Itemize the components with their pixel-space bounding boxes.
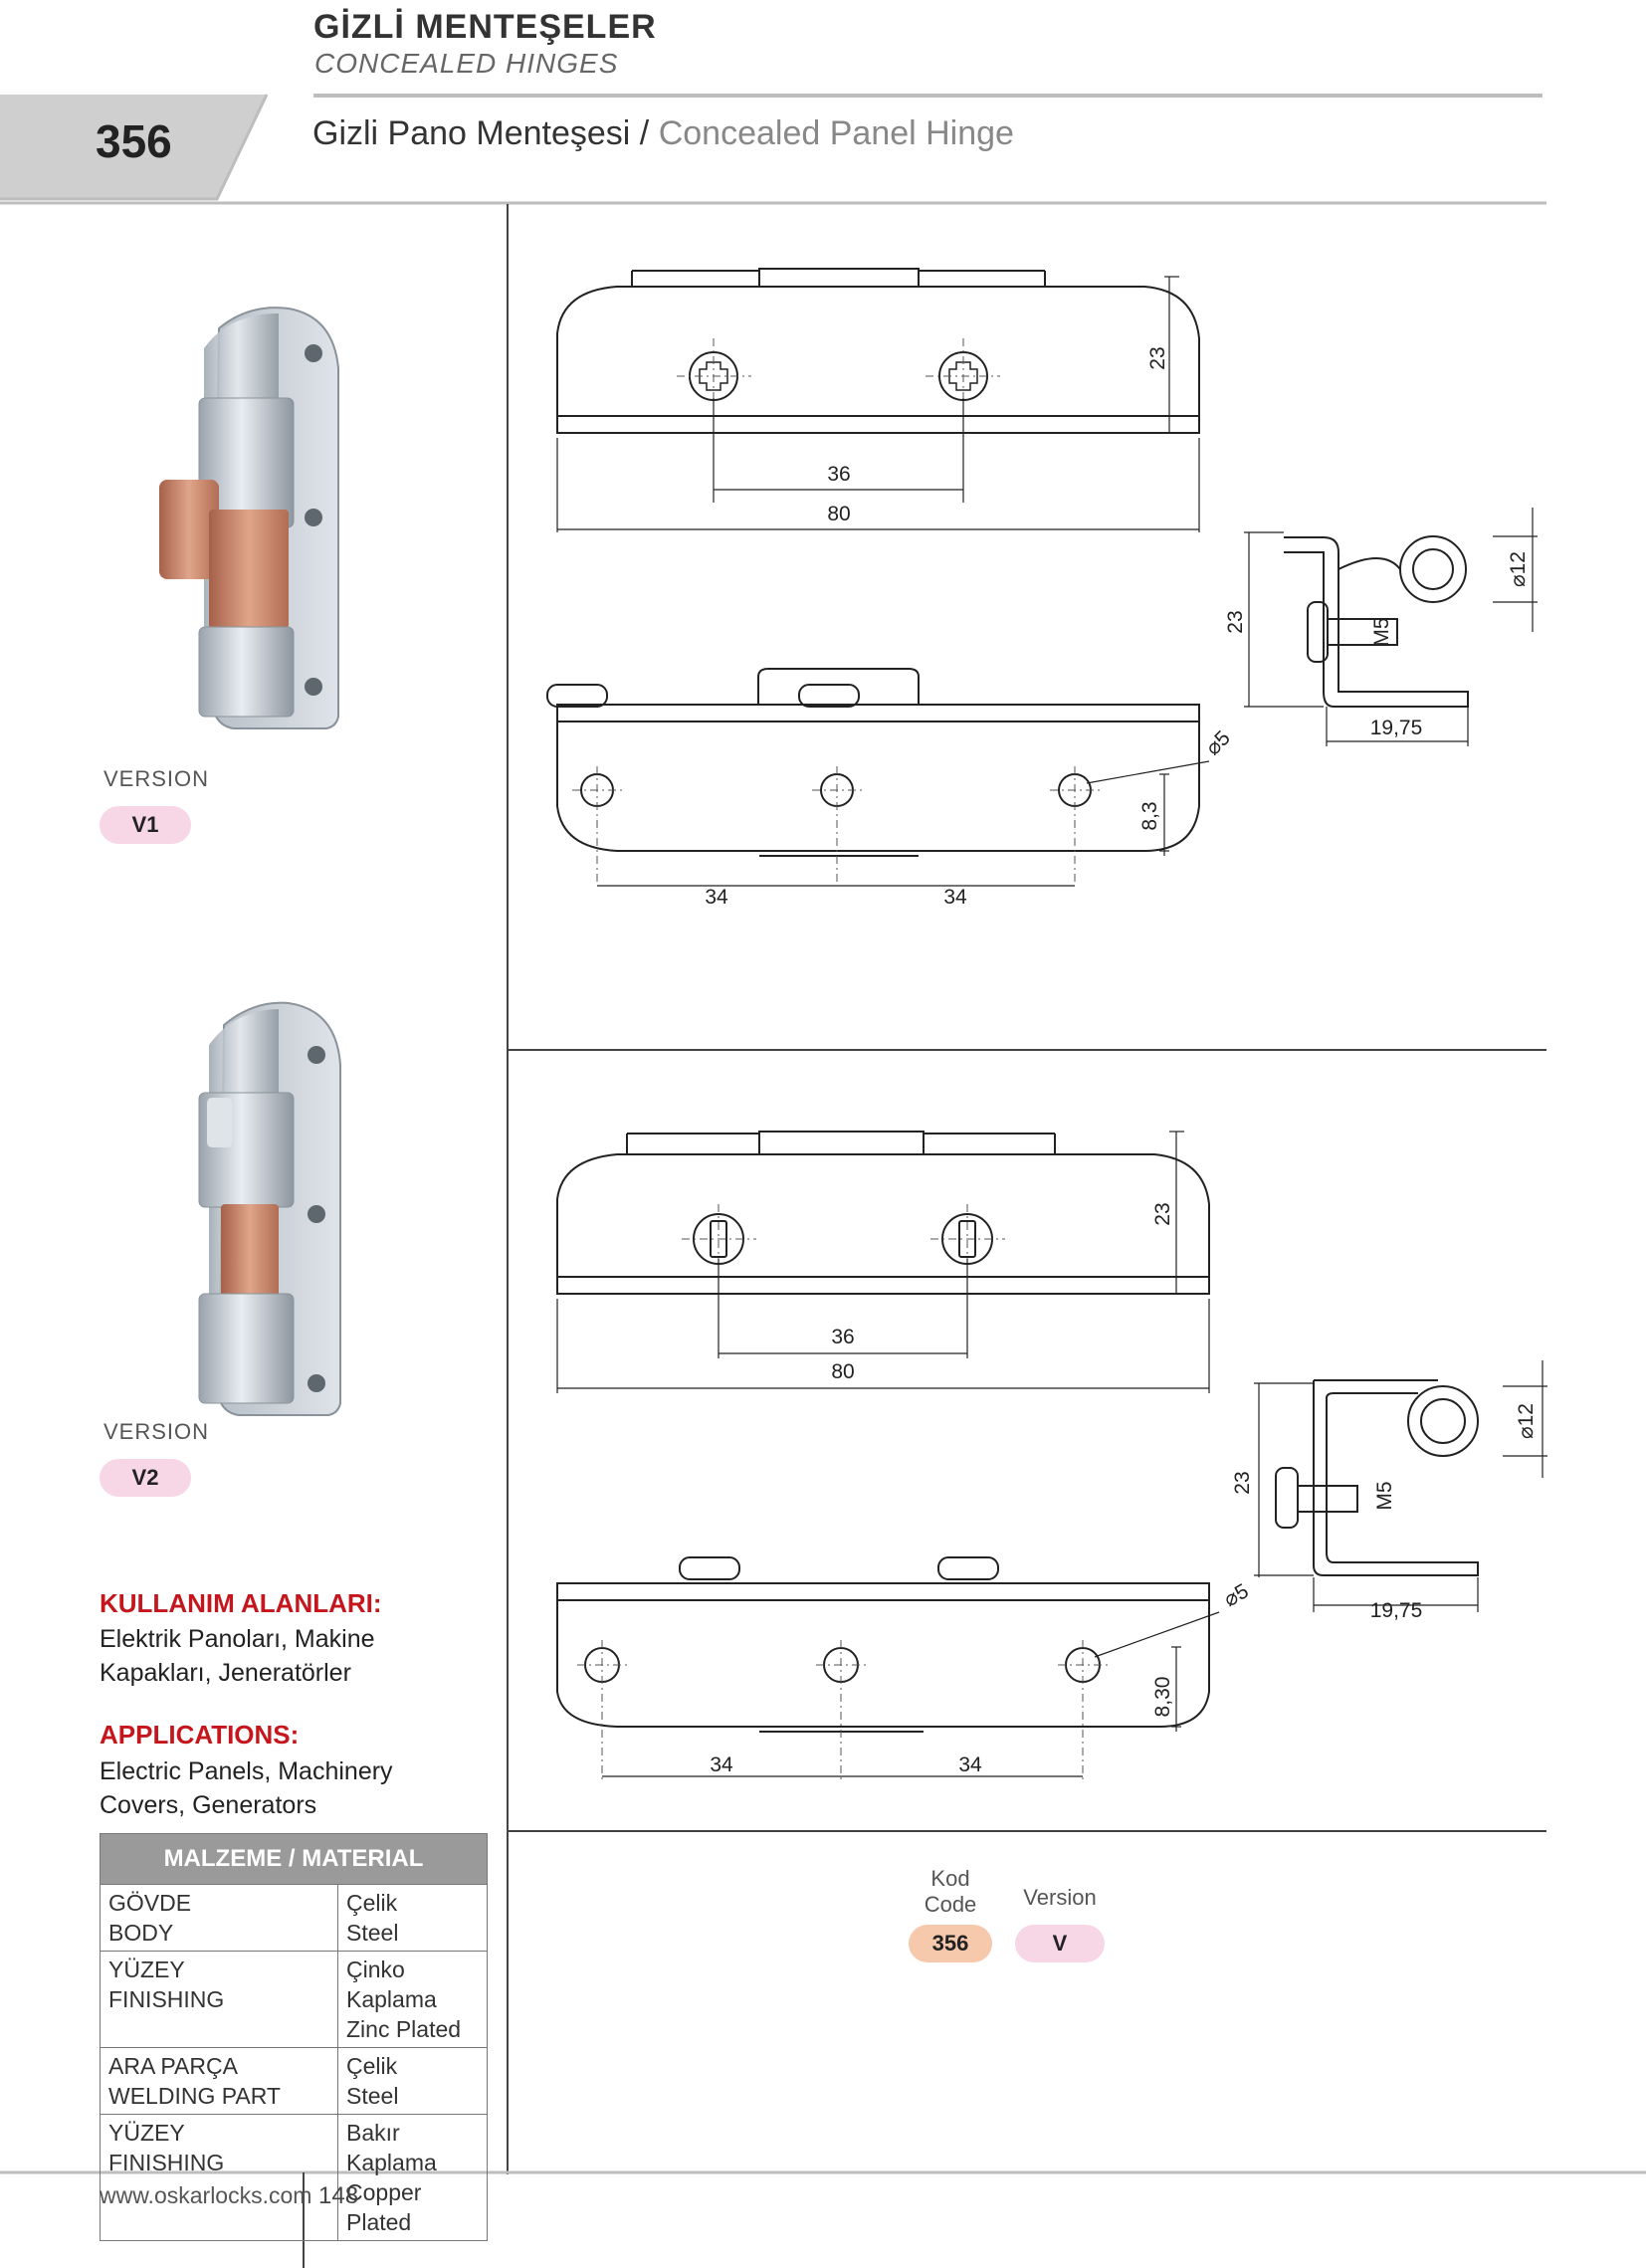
- dim-v2-dia12: ⌀12: [1515, 1403, 1538, 1439]
- part-tr: GÖVDE: [108, 1890, 192, 1916]
- mat-en: Zinc Plated: [346, 2016, 462, 2042]
- code-label: Code: [924, 1892, 977, 1917]
- dim-v2-80: 80: [831, 1360, 854, 1383]
- version-code-label: Version: [1023, 1885, 1097, 1910]
- drawing-v1: 23 36 80 23 ⌀12 M5 19,75 ⌀5 8,3 34 34: [546, 268, 1538, 909]
- applications-heading-en: APPLICATIONS:: [100, 1720, 300, 1750]
- page-number: 148: [318, 2182, 359, 2209]
- dim-v1-dia5: ⌀5: [1201, 726, 1234, 759]
- mat-en: Copper Plated: [346, 2179, 422, 2235]
- version-label-1: VERSION: [103, 766, 210, 791]
- dim-v2-m5: M5: [1373, 1481, 1396, 1510]
- hinge-v1-image: [159, 307, 339, 729]
- product-name-tr: Gizli Pano Menteşesi /: [312, 114, 650, 152]
- applications-text-tr: Elektrik Panoları, Makine Kapakları, Jen…: [100, 1625, 375, 1687]
- part-en: FINISHING: [108, 2150, 225, 2175]
- applications-text-en: Electric Panels, Machinery Covers, Gener…: [100, 1757, 393, 1819]
- mat-tr: Çelik: [346, 2053, 398, 2079]
- product-name-en: Concealed Panel Hinge: [658, 114, 1014, 152]
- dim-v1-height: 23: [1146, 346, 1169, 369]
- dim-v1-34a: 34: [705, 886, 728, 909]
- dim-v2-34a: 34: [710, 1753, 733, 1776]
- part-tr: YÜZEY: [108, 2120, 185, 2146]
- part-en: WELDING PART: [108, 2083, 281, 2109]
- dim-v1-side-width: 19,75: [1370, 717, 1423, 739]
- part-en: BODY: [108, 1920, 174, 1946]
- part-tr: YÜZEY: [108, 1957, 185, 1982]
- dim-v1-m5: M5: [1370, 617, 1393, 646]
- dim-v1-36: 36: [827, 463, 850, 486]
- category-subtitle: CONCEALED HINGES: [314, 48, 619, 79]
- dim-v2-height: 23: [1151, 1202, 1174, 1225]
- dim-v1-8-3: 8,3: [1138, 801, 1161, 830]
- mat-en: Steel: [346, 1920, 399, 1946]
- code-badge: 356: [909, 1925, 992, 1962]
- hinge-v2-image: [198, 1001, 341, 1416]
- kod-label: Kod: [930, 1866, 970, 1891]
- dim-v2-36: 36: [831, 1326, 854, 1348]
- mat-tr: Çelik: [346, 1890, 398, 1916]
- dim-v2-34b: 34: [958, 1753, 982, 1776]
- footer-url: www.oskarlocks.com: [100, 2182, 312, 2208]
- header-band: [0, 94, 1546, 205]
- dim-v1-dia12: ⌀12: [1507, 551, 1530, 587]
- version-badge-v2: V2: [100, 1459, 191, 1497]
- dim-v1-34b: 34: [943, 886, 967, 909]
- dim-v1-80: 80: [827, 503, 850, 525]
- dim-v2-side-width: 19,75: [1370, 1599, 1423, 1622]
- product-code: 356: [96, 115, 172, 167]
- mat-en: Steel: [346, 2083, 399, 2109]
- version-badge-v1: V1: [100, 806, 191, 844]
- category-title: GİZLİ MENTEŞELER: [313, 8, 657, 46]
- applications-heading-tr: KULLANIM ALANLARI:: [100, 1588, 382, 1618]
- mat-tr: Bakır Kaplama: [346, 2120, 437, 2175]
- dim-v2-side-height: 23: [1231, 1471, 1254, 1494]
- product-title: Gizli Pano Menteşesi / Concealed Panel H…: [312, 114, 1014, 153]
- material-table-heading: MALZEME / MATERIAL: [100, 1833, 488, 1885]
- dim-v1-side-height: 23: [1224, 610, 1247, 633]
- version-label-2: VERSION: [103, 1419, 210, 1444]
- drawing-v2: 23 36 80 23 ⌀12 M5 19,75 ⌀5 8,30 34 34: [556, 1131, 1547, 1781]
- dim-v2-dia5: ⌀5: [1220, 1579, 1253, 1611]
- part-en: FINISHING: [108, 1986, 225, 2012]
- dim-v2-8-30: 8,30: [1151, 1677, 1174, 1718]
- part-tr: ARA PARÇA: [108, 2053, 238, 2079]
- version-code-badge: V: [1015, 1925, 1105, 1962]
- mat-tr: Çinko Kaplama: [346, 1957, 437, 2012]
